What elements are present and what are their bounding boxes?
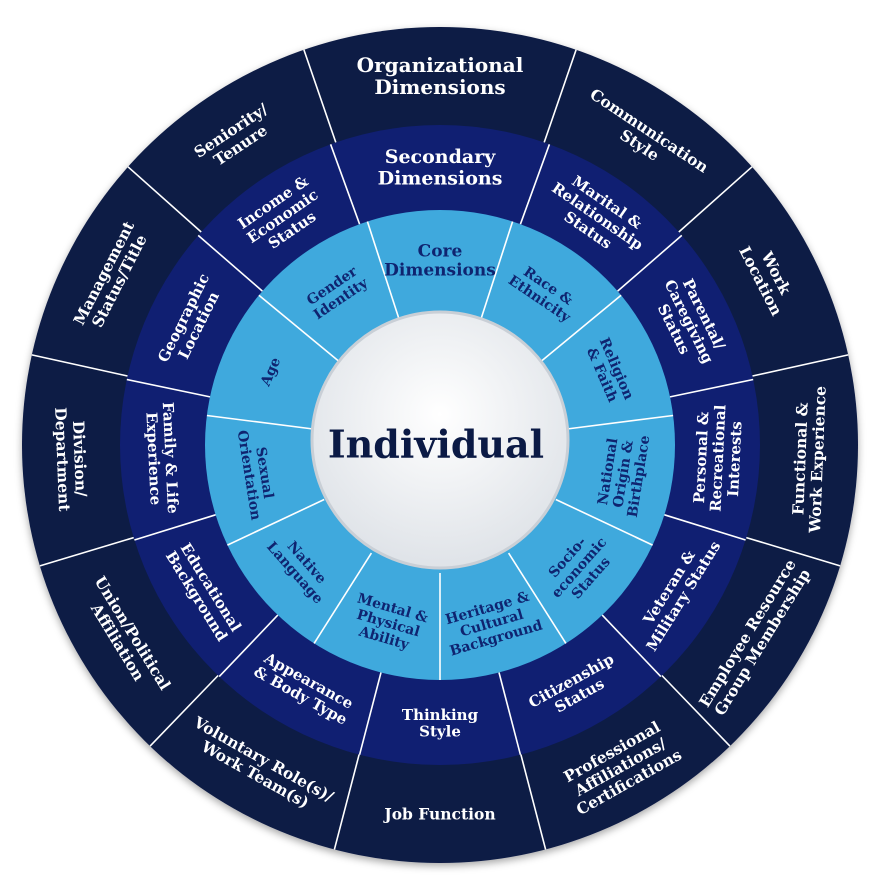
secondary-item-line: Personal &: [690, 411, 712, 504]
segment-divider: [507, 552, 567, 644]
organizational-item: Division/Department: [51, 406, 91, 512]
segment-divider: [333, 754, 360, 850]
segment-divider: [313, 552, 373, 644]
segment-dividers: [31, 49, 849, 850]
segment-divider: [126, 378, 211, 398]
segment-divider: [746, 536, 841, 567]
segment-divider: [538, 294, 622, 365]
core-title-line: Core: [418, 241, 463, 261]
core-title-line: Dimensions: [384, 261, 496, 281]
segment-divider: [39, 536, 134, 567]
segment-divider: [329, 144, 361, 225]
segment-divider: [303, 49, 337, 143]
segment-divider: [543, 49, 577, 143]
segment-divider: [149, 674, 219, 747]
segment-divider: [678, 166, 753, 233]
center-label: Individual: [328, 422, 544, 467]
organizational-title-line: Organizational: [357, 53, 524, 77]
secondary-item-line: Recreational: [706, 404, 729, 512]
segment-divider: [669, 378, 754, 398]
secondary-item-line: Interests: [724, 421, 746, 497]
secondary-title-line: Secondary: [385, 146, 496, 168]
center-disc: [310, 310, 570, 570]
secondary-item-line: Experience: [142, 412, 164, 506]
segment-divider: [197, 234, 263, 292]
segment-divider: [555, 498, 653, 546]
segment-divider: [519, 144, 551, 225]
organizational-item-line: Functional &: [788, 402, 811, 515]
segment-divider: [227, 498, 325, 546]
segment-divider: [206, 414, 314, 430]
segment-divider: [134, 514, 216, 541]
segment-divider: [478, 221, 514, 324]
segment-divider: [498, 672, 522, 755]
segment-divider: [127, 166, 202, 233]
organizational-item: Job Function: [382, 804, 495, 823]
organizational-item: Functional &Work Experience: [788, 385, 830, 534]
organizational-item-line: Division/: [69, 420, 91, 497]
segment-divider: [358, 672, 382, 755]
segment-divider: [31, 354, 128, 377]
secondary-item-line: Family & Life: [159, 402, 182, 514]
organizational-title-line: Dimensions: [374, 75, 505, 99]
segment-divider: [520, 754, 547, 850]
segment-divider: [218, 614, 279, 678]
secondary-item: Family & LifeExperience: [142, 402, 182, 515]
secondary-item-line: Thinking: [402, 706, 479, 724]
organizational-item-line: Job Function: [382, 804, 495, 823]
segment-divider: [752, 354, 849, 377]
secondary-title-line: Dimensions: [378, 167, 503, 189]
secondary-item: Personal &RecreationalInterests: [690, 403, 747, 513]
organizational-item-line: Department: [51, 407, 74, 513]
segment-divider: [601, 614, 662, 678]
segment-divider: [258, 294, 342, 365]
segment-divider: [617, 234, 683, 292]
secondary-item-line: Style: [419, 723, 461, 741]
segment-divider: [366, 221, 402, 324]
segment-divider: [661, 674, 731, 747]
segment-divider: [566, 414, 674, 430]
segment-divider: [664, 514, 746, 541]
